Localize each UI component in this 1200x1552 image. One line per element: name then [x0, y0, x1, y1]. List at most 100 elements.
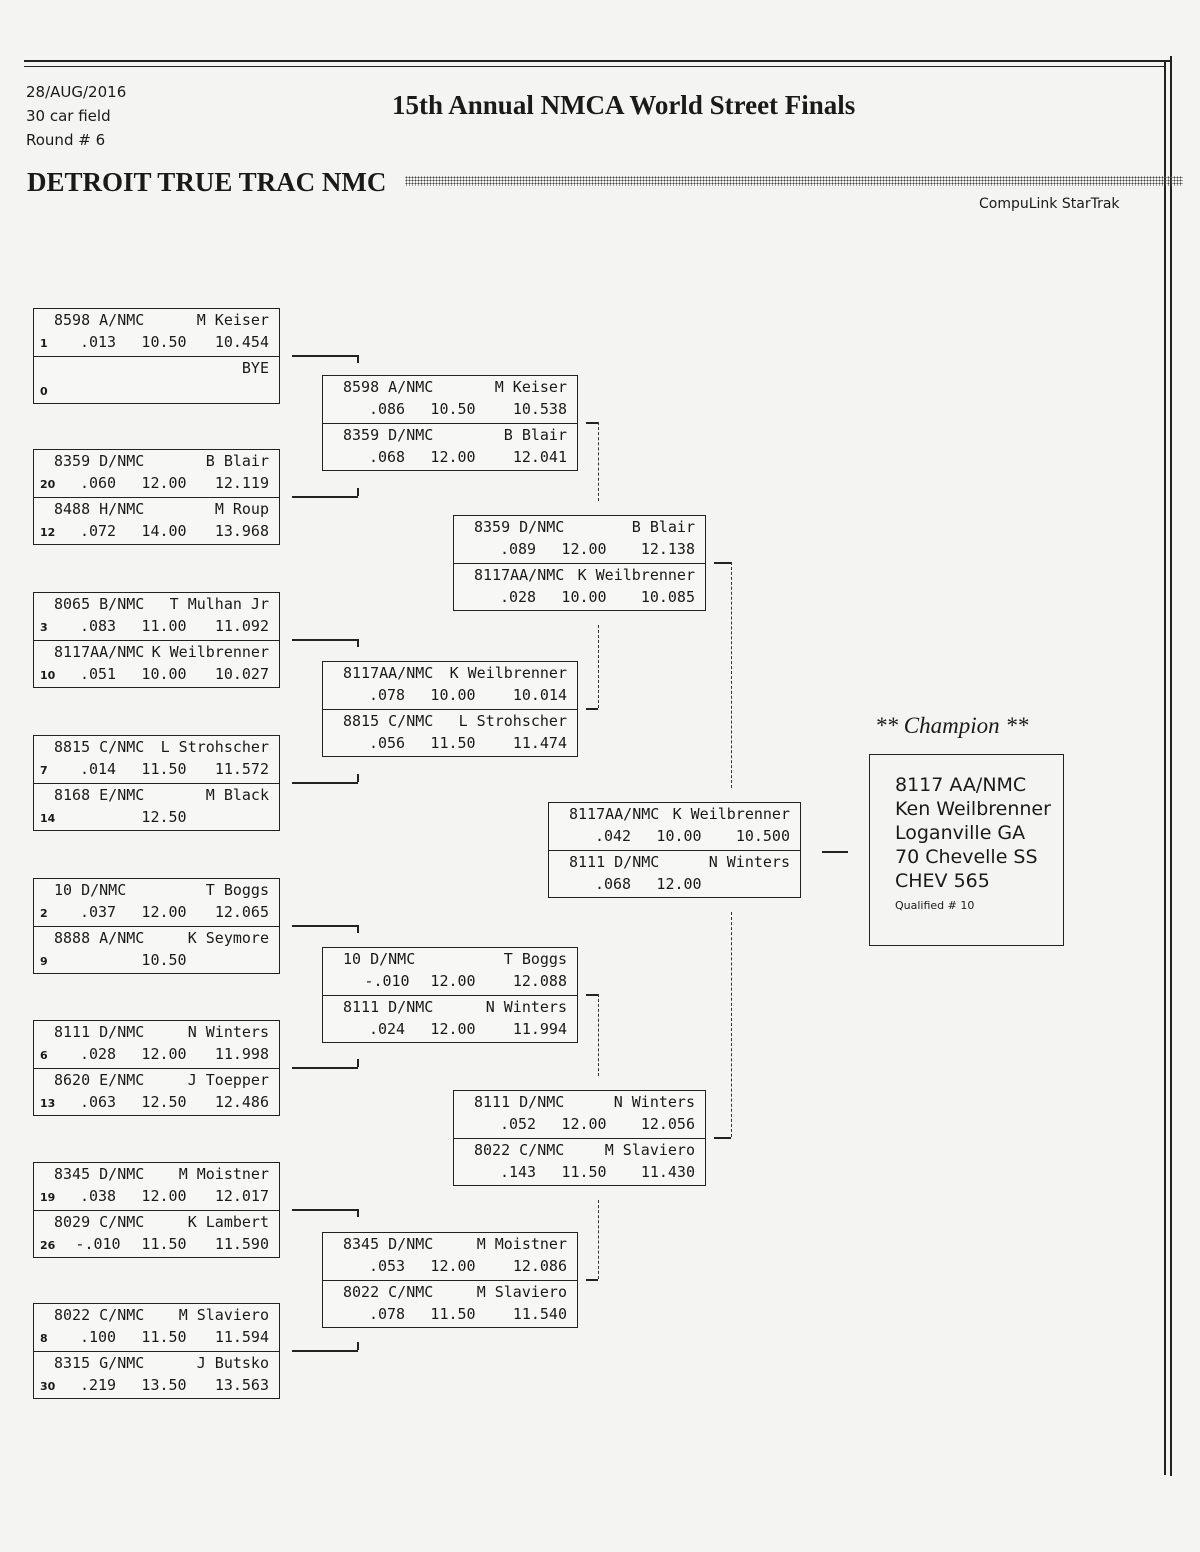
dial-in: 14.00: [141, 522, 187, 540]
elapsed-time: 11.430: [640, 1163, 695, 1181]
reaction-time: .063: [79, 1093, 117, 1111]
reaction-time: .038: [79, 1187, 117, 1205]
car-class: 8620 E/NMC: [54, 1071, 145, 1089]
champion-heading: ** Champion **: [875, 713, 1029, 738]
seed-number: 12: [40, 526, 56, 539]
reaction-time: .060: [79, 474, 117, 492]
driver-name: M Slaviero: [178, 1306, 269, 1324]
page-title: 15th Annual NMCA World Street Finals: [392, 90, 856, 120]
bracket-entry: 8598 A/NMC M Keiser 1 .013 10.50 10.454: [34, 309, 279, 356]
car-class: 8117AA/NMC: [343, 664, 434, 682]
connector-dashed: [731, 562, 732, 788]
connector-dashed: [598, 625, 599, 708]
seed-number: 26: [40, 1239, 56, 1252]
bracket-entry: 8029 C/NMC K Lambert 26 -.010 11.50 11.5…: [34, 1210, 279, 1257]
elapsed-time: 10.500: [735, 827, 790, 845]
driver-name: N Winters: [708, 853, 790, 871]
reaction-time: .056: [368, 734, 406, 752]
champion-qualified: Qualified # 10: [895, 899, 975, 912]
match-box-round-1: 8598 A/NMC M Keiser 1 .013 10.50 10.454 …: [33, 308, 280, 404]
dial-in: 12.00: [141, 1045, 187, 1063]
reaction-time: .028: [79, 1045, 117, 1063]
seed-number: 8: [40, 1332, 48, 1345]
bracket-entry: 8888 A/NMC K Seymore 9 10.50: [34, 926, 279, 973]
elapsed-time: 11.572: [214, 760, 269, 778]
seed-number: 0: [40, 385, 48, 398]
elapsed-time: 10.454: [214, 333, 269, 351]
car-class: 8359 D/NMC: [54, 452, 145, 470]
elapsed-time: 10.014: [512, 686, 567, 704]
car-class: 8815 C/NMC: [343, 712, 434, 730]
reaction-time: .072: [79, 522, 117, 540]
match-box-round-1: 8359 D/NMC B Blair 20 .060 12.00 12.119 …: [33, 449, 280, 545]
champion-name: Ken Weilbrenner: [895, 798, 1051, 820]
bracket-entry: 8345 D/NMC M Moistner 19 .038 12.00 12.0…: [34, 1163, 279, 1210]
car-class: 8029 C/NMC: [54, 1213, 145, 1231]
reaction-time: .028: [499, 588, 537, 606]
reaction-time: .100: [79, 1328, 117, 1346]
elapsed-time: 12.041: [512, 448, 567, 466]
driver-name: M Keiser: [494, 378, 567, 396]
driver-name: N Winters: [187, 1023, 269, 1041]
connector-line: [586, 1279, 598, 1281]
reaction-time: .219: [79, 1376, 117, 1394]
driver-name: K Weilbrenner: [672, 805, 790, 823]
car-class: 8111 D/NMC: [474, 1093, 565, 1111]
champion-vehicle: 70 Chevelle SS: [895, 846, 1038, 868]
dial-in: 10.00: [430, 686, 476, 704]
car-class: 8168 E/NMC: [54, 786, 145, 804]
driver-name: J Butsko: [196, 1354, 269, 1372]
elapsed-time: 10.085: [640, 588, 695, 606]
car-class: 10 D/NMC: [54, 881, 127, 899]
elapsed-time: 10.027: [214, 665, 269, 683]
reaction-time: .068: [368, 448, 406, 466]
connector-dashed: [598, 994, 599, 1076]
bracket-entry: 8315 G/NMC J Butsko 30 .219 13.50 13.563: [34, 1351, 279, 1398]
dial-in: 12.00: [430, 1020, 476, 1038]
car-class: 8022 C/NMC: [474, 1141, 565, 1159]
seed-number: 19: [40, 1191, 56, 1204]
elapsed-time: 11.092: [214, 617, 269, 635]
bracket-entry: BYE 0: [34, 356, 279, 403]
car-class: 8117AA/NMC: [474, 566, 565, 584]
dial-in: 12.00: [430, 1257, 476, 1275]
bracket-entry: 8111 D/NMC N Winters 6 .028 12.00 11.998: [34, 1021, 279, 1068]
top-rule: [24, 60, 1172, 62]
reaction-time: .143: [499, 1163, 537, 1181]
elapsed-time: 12.065: [214, 903, 269, 921]
connector-tick: [357, 774, 359, 782]
seed-number: 1: [40, 337, 48, 350]
elapsed-time: 11.594: [214, 1328, 269, 1346]
car-class: 8111 D/NMC: [343, 998, 434, 1016]
elapsed-time: 12.056: [640, 1115, 695, 1133]
driver-name: M Moistner: [178, 1165, 269, 1183]
reaction-time: .024: [368, 1020, 406, 1038]
reaction-time: .078: [368, 1305, 406, 1323]
connector-tick: [357, 1342, 359, 1350]
dial-in: 11.50: [141, 760, 187, 778]
right-rule-outer: [1170, 56, 1172, 1476]
car-class: 10 D/NMC: [343, 950, 416, 968]
driver-name: K Lambert: [187, 1213, 269, 1231]
reaction-time: .042: [594, 827, 632, 845]
driver-name: K Weilbrenner: [151, 643, 269, 661]
reaction-time: .086: [368, 400, 406, 418]
driver-name: M Black: [205, 786, 269, 804]
bracket-entry: 8022 C/NMC M Slaviero .143 11.50 11.430: [454, 1138, 705, 1185]
elapsed-time: 11.474: [512, 734, 567, 752]
elapsed-time: 11.590: [214, 1235, 269, 1253]
car-class: 8315 G/NMC: [54, 1354, 145, 1372]
car-class: 8359 D/NMC: [474, 518, 565, 536]
car-class: 8598 A/NMC: [54, 311, 145, 329]
connector-line: [586, 422, 598, 424]
right-rule: [1164, 60, 1166, 1475]
dial-in: 12.00: [561, 1115, 607, 1133]
top-rule-inner: [24, 66, 1166, 67]
car-class: 8111 D/NMC: [54, 1023, 145, 1041]
final-connector: [822, 851, 848, 853]
driver-name: N Winters: [613, 1093, 695, 1111]
driver-name: M Slaviero: [604, 1141, 695, 1159]
dial-in: 12.00: [141, 903, 187, 921]
connector-tick: [357, 355, 359, 363]
connector-tick: [357, 1059, 359, 1067]
